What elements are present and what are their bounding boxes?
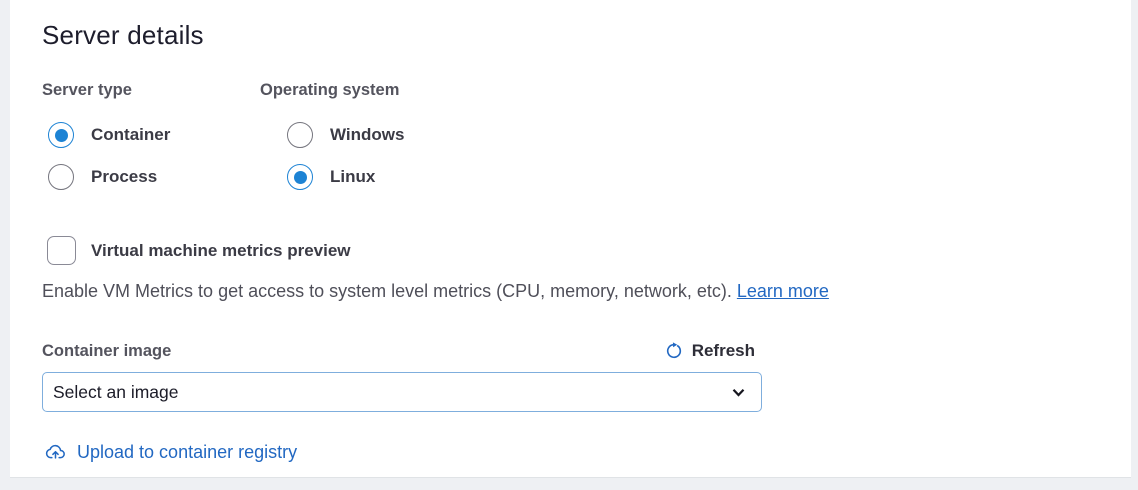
radio-option-linux[interactable]: Linux (287, 164, 404, 190)
radio-button[interactable] (48, 122, 74, 148)
container-image-header: Container image Refresh (42, 341, 762, 361)
radio-label: Windows (330, 125, 405, 144)
vm-metrics-checkbox-row[interactable]: Virtual machine metrics preview (42, 236, 1131, 265)
radio-option-process[interactable]: Process (48, 164, 260, 190)
radio-option-windows[interactable]: Windows (287, 122, 404, 148)
container-image-select[interactable]: Select an image (42, 372, 762, 412)
vm-metrics-description: Enable VM Metrics to get access to syste… (42, 281, 1131, 302)
radio-label: Linux (330, 167, 376, 186)
radio-button[interactable] (287, 164, 313, 190)
select-value: Select an image (53, 381, 179, 402)
radio-button[interactable] (48, 164, 74, 190)
operating-system-group: Operating system Windows Linux (260, 81, 404, 190)
radio-button[interactable] (287, 122, 313, 148)
radio-label: Process (91, 167, 158, 186)
upload-link-label: Upload to container registry (77, 442, 298, 462)
server-details-panel: Server details Server type Container Pro… (10, 0, 1131, 478)
radio-label: Container (91, 125, 171, 144)
page-title: Server details (42, 20, 204, 50)
operating-system-label: Operating system (260, 81, 400, 99)
radio-groups: Server type Container Process Operating … (42, 81, 1131, 190)
learn-more-link[interactable]: Learn more (736, 281, 829, 301)
operating-system-options: Windows Linux (260, 122, 404, 190)
refresh-icon (665, 342, 683, 360)
server-type-label: Server type (42, 81, 132, 99)
radio-option-container[interactable]: Container (48, 122, 260, 148)
server-type-group: Server type Container Process (42, 81, 260, 190)
upload-to-registry-link[interactable]: Upload to container registry (42, 441, 297, 464)
refresh-button[interactable]: Refresh (665, 341, 755, 361)
cloud-upload-icon (44, 441, 67, 464)
container-image-label: Container image (42, 341, 172, 360)
server-type-options: Container Process (42, 122, 260, 190)
vm-metrics-label: Virtual machine metrics preview (91, 240, 351, 260)
chevron-down-icon (730, 384, 747, 401)
description-text: Enable VM Metrics to get access to syste… (42, 281, 732, 301)
refresh-label: Refresh (691, 341, 755, 360)
vm-metrics-checkbox[interactable] (47, 236, 76, 265)
